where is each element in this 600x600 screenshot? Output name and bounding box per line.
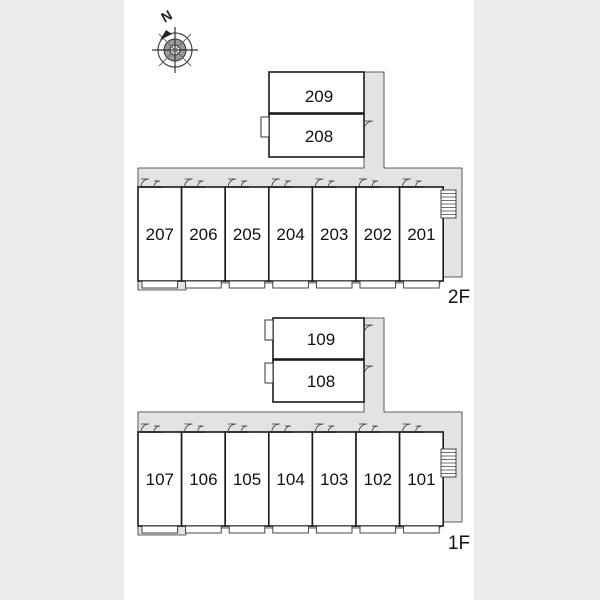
door-205-icon: [227, 178, 250, 188]
door-207-icon: [140, 178, 162, 188]
door-208-icon: [363, 120, 374, 131]
balcony-103: [315, 525, 353, 534]
unit-202: 202: [355, 178, 401, 289]
unit-205: 205: [224, 178, 270, 289]
unit-204: 204: [267, 178, 314, 289]
door-204-icon: [270, 178, 293, 188]
unit-209: [268, 71, 365, 114]
door-101-icon: [401, 423, 424, 433]
balcony-207: [141, 280, 179, 289]
door-108-icon: [363, 365, 374, 376]
unit-202-label: 202: [364, 225, 392, 244]
balcony-108: [264, 362, 274, 384]
unit-101-label: 101: [407, 470, 435, 489]
balcony-106: [185, 525, 222, 534]
balcony-204: [272, 280, 309, 289]
balcony-107: [141, 525, 179, 534]
right-margin-panel: [474, 0, 600, 600]
door-203-icon: [314, 178, 337, 188]
unit-205-label: 205: [233, 225, 261, 244]
unit-104: 104: [267, 423, 314, 534]
door-104-icon: [270, 423, 293, 433]
unit-row-2f: 207 206 205 204 203 202 201: [137, 178, 445, 289]
balcony-202: [359, 280, 397, 289]
unit-105-label: 105: [233, 470, 261, 489]
unit-103: 103: [311, 423, 357, 534]
balcony-208: [260, 116, 270, 138]
left-margin-panel: [0, 0, 124, 600]
door-107-icon: [140, 423, 162, 433]
unit-108-label: 108: [307, 372, 335, 391]
door-202-icon: [358, 178, 380, 188]
balcony-203: [315, 280, 353, 289]
unit-209-label: 209: [305, 87, 333, 106]
floor-label-2f: 2F: [448, 287, 470, 308]
balcony-206: [185, 280, 222, 289]
balcony-205: [228, 280, 266, 289]
unit-201: 201: [398, 178, 445, 289]
door-206-icon: [183, 178, 206, 188]
balcony-102: [359, 525, 397, 534]
door-109-icon: [363, 324, 374, 335]
stairs-2f-icon: [440, 189, 457, 219]
unit-109: [272, 317, 365, 360]
door-103-icon: [314, 423, 337, 433]
balcony-104: [272, 525, 309, 534]
balcony-109: [264, 319, 274, 341]
floor-1f: 109 108 107 106 105 104 103 102 101 1F: [137, 317, 470, 554]
door-201-icon: [401, 178, 424, 188]
unit-107: 107: [137, 423, 183, 534]
compass-north-label: N: [158, 7, 175, 26]
door-105-icon: [227, 423, 250, 433]
balcony-105: [228, 525, 266, 534]
unit-208: [268, 113, 365, 158]
unit-102: 102: [355, 423, 401, 534]
unit-203: 203: [311, 178, 357, 289]
unit-103-label: 103: [320, 470, 348, 489]
unit-207: 207: [137, 178, 183, 289]
unit-206-label: 206: [189, 225, 217, 244]
unit-row-1f: 107 106 105 104 103 102 101: [137, 423, 445, 534]
balcony-201: [403, 280, 440, 289]
unit-104-label: 104: [276, 470, 304, 489]
unit-102-label: 102: [364, 470, 392, 489]
door-106-icon: [183, 423, 206, 433]
unit-105: 105: [224, 423, 270, 534]
unit-106-label: 106: [189, 470, 217, 489]
unit-204-label: 204: [276, 225, 304, 244]
compass-icon: N: [152, 7, 198, 73]
unit-109-label: 109: [307, 330, 335, 349]
unit-208-label: 208: [305, 127, 333, 146]
stairs-1f-icon: [440, 448, 457, 478]
floor-2f: 209 208 207 206 205 204 203 202 201 2F: [137, 71, 470, 308]
unit-106: 106: [180, 423, 227, 534]
balcony-101: [403, 525, 440, 534]
floor-label-1f: 1F: [448, 533, 470, 554]
unit-206: 206: [180, 178, 227, 289]
unit-201-label: 201: [407, 225, 435, 244]
unit-207-label: 207: [146, 225, 174, 244]
door-102-icon: [358, 423, 380, 433]
unit-101: 101: [398, 423, 445, 534]
unit-107-label: 107: [146, 470, 174, 489]
unit-203-label: 203: [320, 225, 348, 244]
